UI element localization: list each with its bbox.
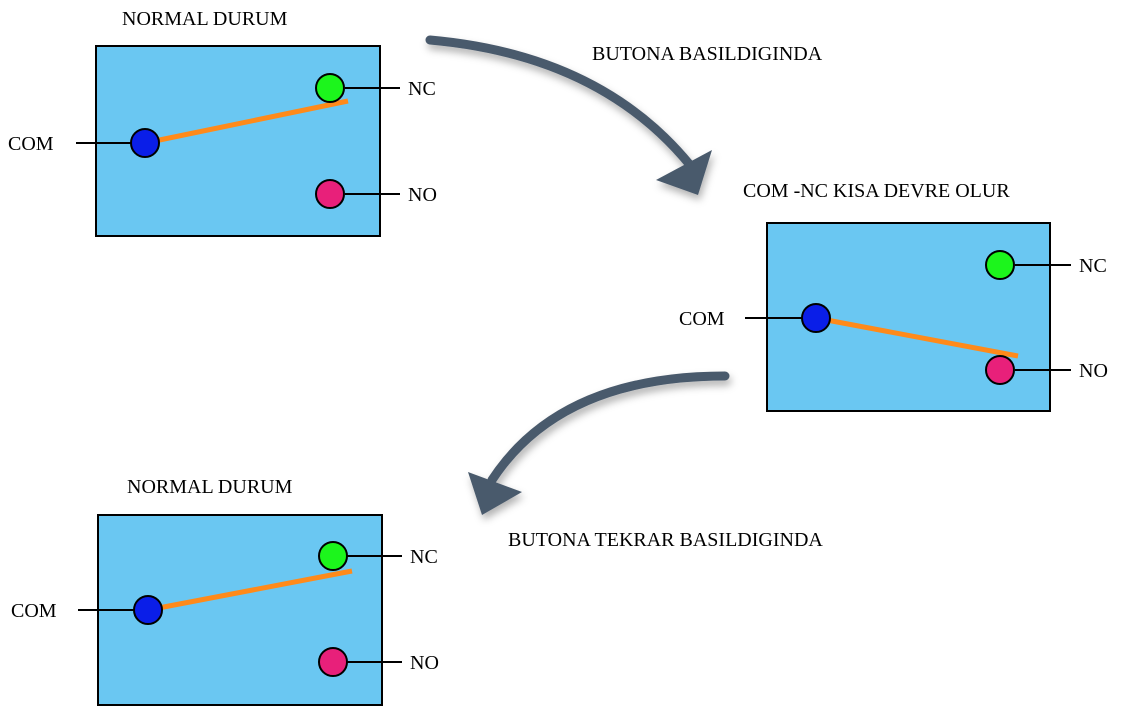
com-terminal — [801, 303, 831, 333]
com-label: COM — [679, 308, 725, 330]
relay-panel-normal-bottom: NORMAL DURUM COM NC NO — [11, 476, 439, 706]
no-label: NO — [410, 652, 439, 674]
arrow-label-press: BUTONA BASILDIGINDA — [592, 43, 823, 65]
com-label: COM — [11, 600, 57, 622]
no-label: NO — [408, 184, 437, 206]
relay-panel-normal-top: NORMAL DURUM COM NC NO — [8, 8, 437, 237]
nc-label: NC — [1079, 255, 1107, 277]
panel-title: NORMAL DURUM — [122, 8, 288, 30]
curved-arrow-down-right-icon — [425, 35, 712, 195]
no-terminal — [985, 355, 1015, 385]
no-label: NO — [1079, 360, 1108, 382]
com-terminal — [133, 595, 163, 625]
nc-terminal — [315, 73, 345, 103]
curved-arrow-down-left-icon — [468, 371, 730, 515]
no-terminal — [315, 179, 345, 209]
contact-arm — [144, 98, 349, 146]
com-terminal — [130, 128, 160, 158]
no-terminal — [318, 647, 348, 677]
contact-arm — [815, 315, 1019, 359]
nc-label: NC — [408, 78, 436, 100]
panel-title: COM -NC KISA DEVRE OLUR — [743, 180, 1010, 202]
nc-terminal — [318, 541, 348, 571]
relay-panel-pressed: COM -NC KISA DEVRE OLUR COM NC NO — [679, 180, 1108, 412]
arrow-label-press-again: BUTONA TEKRAR BASILDIGINDA — [508, 529, 823, 551]
nc-terminal — [985, 250, 1015, 280]
com-label: COM — [8, 133, 54, 155]
panel-title: NORMAL DURUM — [127, 476, 293, 498]
nc-label: NC — [410, 546, 438, 568]
contact-arm — [147, 568, 353, 613]
